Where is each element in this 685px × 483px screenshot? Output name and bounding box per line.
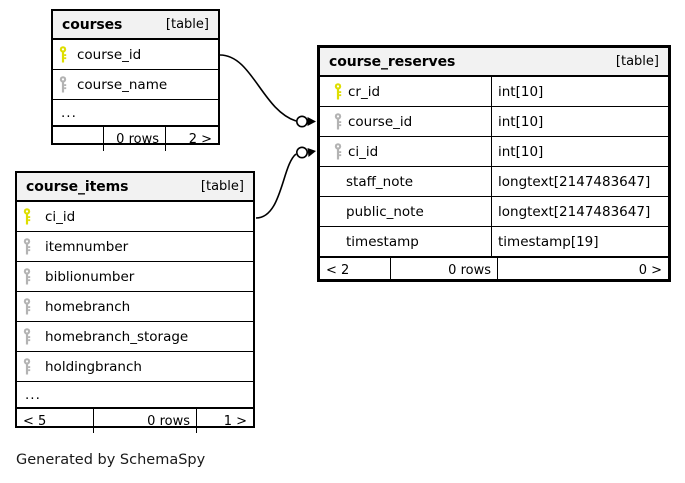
- table-row[interactable]: timestamp timestamp[19]: [320, 227, 668, 257]
- foreign-key-icon: [17, 232, 37, 261]
- row-count: 0 rows: [93, 409, 196, 433]
- column-type: timestamp[19]: [491, 227, 668, 256]
- column-name: holdingbranch: [45, 358, 142, 375]
- table-row[interactable]: ci_id int[10]: [320, 137, 668, 167]
- column-type: int[10]: [491, 107, 668, 136]
- column-name: biblionumber: [45, 268, 135, 285]
- foreign-key-icon: [17, 322, 37, 351]
- row-count: 0 rows: [390, 258, 497, 282]
- table-row[interactable]: holdingbranch: [17, 352, 253, 382]
- table-course-reserves-footer: < 2 0 rows 0 >: [320, 257, 668, 282]
- truncated-columns-indicator: ...: [53, 100, 218, 126]
- column-name-cell: public_note: [320, 197, 491, 226]
- child-count[interactable]: 1 >: [196, 409, 253, 433]
- table-row[interactable]: cr_id int[10]: [320, 77, 668, 107]
- table-row[interactable]: ci_id: [17, 202, 253, 232]
- table-course-items-title: course_items: [26, 178, 129, 195]
- child-count[interactable]: 2 >: [165, 127, 218, 151]
- table-course-reserves[interactable]: course_reserves [table] cr_id int[10]: [317, 45, 671, 282]
- table-courses-kind: [table]: [165, 17, 209, 32]
- table-course-items-header: course_items [table]: [17, 173, 253, 202]
- column-name-cell: timestamp: [320, 227, 491, 256]
- table-course-reserves-title: course_reserves: [329, 53, 456, 70]
- column-name: itemnumber: [45, 238, 129, 255]
- truncated-columns-indicator: ...: [17, 382, 253, 408]
- edge-courses-to-course-reserves: [219, 54, 316, 128]
- table-courses-header: courses [table]: [53, 11, 218, 40]
- primary-key-icon: [17, 202, 37, 231]
- table-courses[interactable]: courses [table] course_id: [51, 9, 220, 151]
- column-name: cr_id: [348, 83, 381, 100]
- table-row[interactable]: homebranch_storage: [17, 322, 253, 352]
- foreign-key-icon: [17, 352, 37, 381]
- table-row[interactable]: course_name: [53, 70, 218, 100]
- column-name: public_note: [346, 203, 424, 220]
- parent-count[interactable]: [53, 127, 103, 151]
- table-row[interactable]: staff_note longtext[2147483647]: [320, 167, 668, 197]
- foreign-key-icon: [17, 292, 37, 321]
- foreign-key-icon: [53, 70, 73, 99]
- column-name-cell: cr_id: [320, 77, 491, 106]
- column-name: timestamp: [346, 233, 419, 250]
- column-name-cell: ci_id: [320, 137, 491, 166]
- table-course-reserves-kind: [table]: [615, 54, 659, 69]
- table-course-items-footer: < 5 0 rows 1 >: [17, 408, 253, 433]
- parent-count[interactable]: < 2: [326, 262, 350, 278]
- column-type: int[10]: [491, 137, 668, 166]
- column-type: longtext[2147483647]: [491, 167, 668, 196]
- truncated-columns-label: ...: [61, 104, 77, 121]
- table-course-reserves-header: course_reserves [table]: [320, 48, 668, 77]
- table-courses-footer: 0 rows 2 >: [53, 126, 218, 151]
- column-type: int[10]: [491, 77, 668, 106]
- column-name: course_id: [348, 113, 413, 130]
- table-row[interactable]: course_id: [53, 40, 218, 70]
- parent-count[interactable]: < 5: [23, 413, 47, 429]
- column-name: homebranch_storage: [45, 328, 189, 345]
- table-row[interactable]: public_note longtext[2147483647]: [320, 197, 668, 227]
- table-row[interactable]: homebranch: [17, 292, 253, 322]
- column-name-cell: staff_note: [320, 167, 491, 196]
- table-row[interactable]: itemnumber: [17, 232, 253, 262]
- table-course-items[interactable]: course_items [table] ci_id: [15, 171, 255, 433]
- column-name: course_name: [77, 76, 168, 93]
- table-course-items-kind: [table]: [200, 179, 244, 194]
- foreign-key-icon: [17, 262, 37, 291]
- column-name: ci_id: [348, 143, 379, 160]
- foreign-key-icon: [328, 113, 348, 130]
- edge-course-items-to-course-reserves: [255, 146, 316, 219]
- column-name: course_id: [77, 46, 142, 63]
- table-row[interactable]: biblionumber: [17, 262, 253, 292]
- row-count: 0 rows: [103, 127, 165, 151]
- column-name: ci_id: [45, 208, 76, 225]
- table-row[interactable]: course_id int[10]: [320, 107, 668, 137]
- column-type: longtext[2147483647]: [491, 197, 668, 226]
- primary-key-icon: [53, 40, 73, 69]
- truncated-columns-label: ...: [25, 386, 41, 403]
- primary-key-icon: [328, 83, 348, 100]
- column-name: homebranch: [45, 298, 131, 315]
- column-name: staff_note: [346, 173, 414, 190]
- column-name-cell: course_id: [320, 107, 491, 136]
- table-courses-title: courses: [62, 16, 123, 33]
- child-count[interactable]: 0 >: [497, 258, 668, 282]
- generated-by-caption: Generated by SchemaSpy: [16, 452, 206, 468]
- foreign-key-icon: [328, 143, 348, 160]
